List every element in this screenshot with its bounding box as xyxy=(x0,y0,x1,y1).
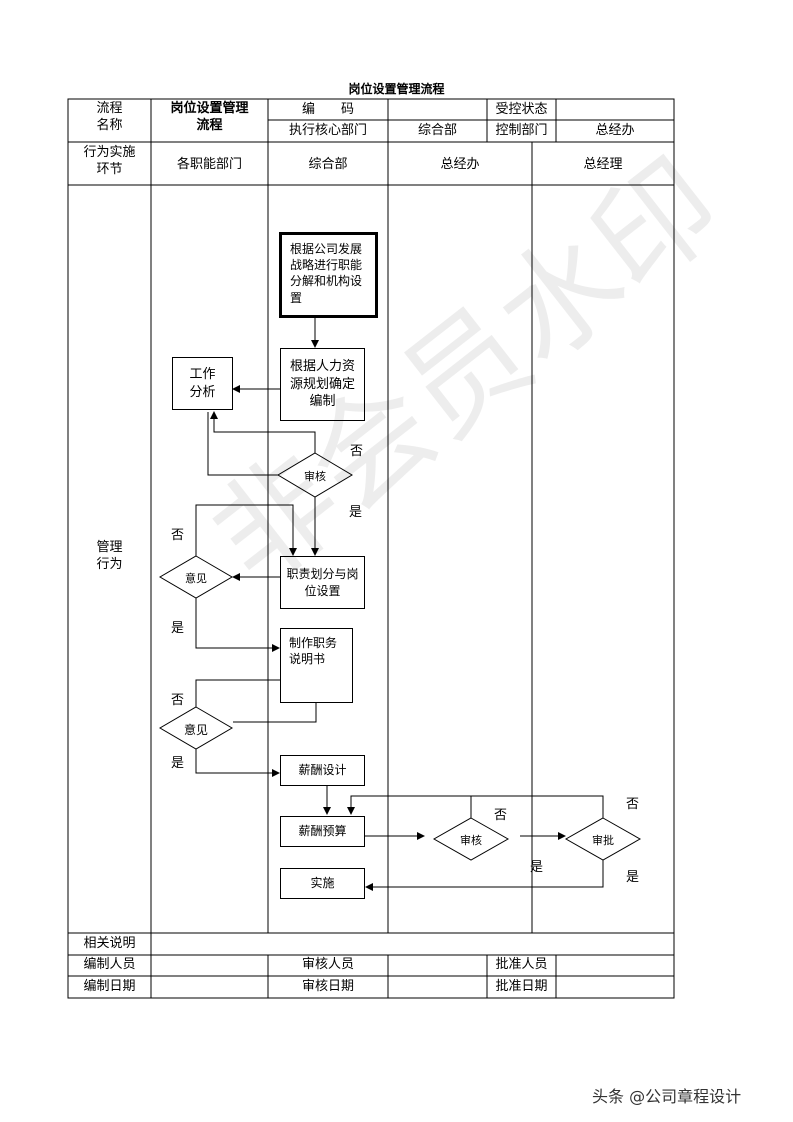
start-box: 根据公司发展战略进行职能分解和机构设置 xyxy=(279,232,378,318)
management-row-label: 管理行为 xyxy=(96,540,123,572)
exec-dept-value: 综合部 xyxy=(417,123,457,138)
control-status-label: 受控状态 xyxy=(495,102,548,117)
review2-yes: 是 xyxy=(530,860,544,875)
control-dept-label: 控制部门 xyxy=(495,123,548,138)
lane-gm-office: 总经办 xyxy=(440,157,480,172)
lane-general-manager: 总经理 xyxy=(583,157,623,172)
author-label: 编制人员 xyxy=(83,957,136,972)
stage-label: 行为实施环节 xyxy=(83,145,136,177)
approve-date-label: 批准日期 xyxy=(495,979,548,994)
review1-no: 否 xyxy=(350,444,364,459)
approver-label: 批准人员 xyxy=(495,957,548,972)
review1-yes: 是 xyxy=(349,505,363,520)
review-date-label: 审核日期 xyxy=(301,979,354,994)
review1-label: 审核 xyxy=(304,470,326,483)
salary-budget-box: 薪酬预算 xyxy=(280,816,365,847)
review2-no: 否 xyxy=(494,808,508,823)
review2-diamond xyxy=(432,817,510,861)
exec-dept-label: 执行核心部门 xyxy=(288,123,367,138)
author-date-label: 编制日期 xyxy=(83,979,136,994)
flow-name-value: 岗位设置管理流程 xyxy=(170,101,249,133)
duty-box: 职责划分与岗位设置 xyxy=(280,556,365,609)
lane-departments: 各职能部门 xyxy=(176,157,242,172)
approve-yes: 是 xyxy=(626,870,640,885)
opinion2-yes: 是 xyxy=(171,756,185,771)
implement-box: 实施 xyxy=(280,868,365,899)
opinion1-yes: 是 xyxy=(171,621,185,636)
code-label: 编 码 xyxy=(301,102,354,117)
opinion2-label: 意见 xyxy=(183,723,208,737)
opinion2-no: 否 xyxy=(171,693,185,708)
opinion1-label: 意见 xyxy=(185,572,207,585)
job-analysis-box: 工作分析 xyxy=(172,357,233,410)
footer-credit: 头条 @公司章程设计 xyxy=(592,1087,742,1106)
page-title: 岗位设置管理流程 xyxy=(348,82,445,96)
hr-plan-box: 根据人力资源规划确定编制 xyxy=(280,348,365,421)
flow-name-label: 流程名称 xyxy=(96,101,123,133)
notes-label: 相关说明 xyxy=(83,936,136,951)
approve-no: 否 xyxy=(626,797,640,812)
job-desc-box: 制作职务说明书 xyxy=(280,628,353,703)
review2-label: 审核 xyxy=(460,834,482,847)
reviewer-label: 审核人员 xyxy=(301,957,354,972)
opinion1-no: 否 xyxy=(171,528,185,543)
approve-label: 审批 xyxy=(592,834,614,847)
control-dept-value: 总经办 xyxy=(595,123,635,138)
lane-general-affairs: 综合部 xyxy=(308,157,348,172)
salary-design-box: 薪酬设计 xyxy=(280,755,365,786)
